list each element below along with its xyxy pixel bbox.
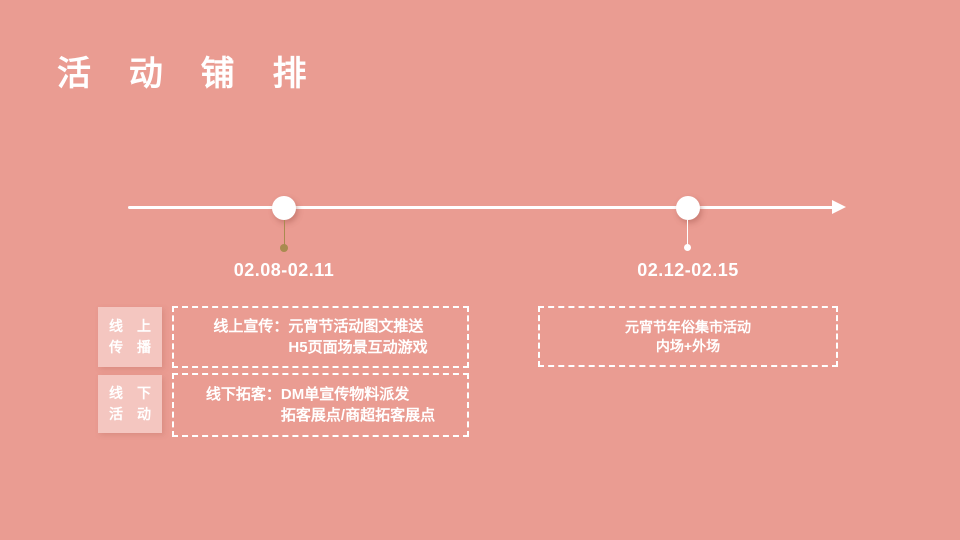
content-box-festival-market: 元宵节年俗集市活动 内场+外场 <box>538 306 838 367</box>
milestone-date-2: 02.12-02.15 <box>637 260 739 280</box>
page-title: 活 动 铺 排 <box>57 54 320 94</box>
timeline-line <box>128 206 834 209</box>
content-box-online-text: 线上宣传：元宵节活动图文推送 H5页面场景互动游戏 <box>213 316 427 358</box>
content-line: 元宵节年俗集市活动 <box>625 318 751 335</box>
content-line: 拓客展点/商超拓客展点 <box>280 407 436 424</box>
content-box-offline-text: 线下拓客：DM单宣传物料派发 拓客展点/商超拓客展点 <box>206 384 435 426</box>
milestone-date-1: 02.08-02.11 <box>233 260 335 280</box>
timeline-arrow-icon <box>832 200 846 214</box>
content-line: 线上宣传：元宵节活动图文推送 <box>213 318 424 335</box>
milestone-stem-end-1 <box>280 244 288 252</box>
content-line: 线下拓客：DM单宣传物料派发 <box>205 386 410 403</box>
milestone-stem-1 <box>284 220 285 245</box>
milestone-dot-2 <box>676 196 700 220</box>
row-label-offline: 线 下 活 动 <box>98 375 162 433</box>
milestone-stem-2 <box>687 220 688 245</box>
content-line: 内场+外场 <box>655 337 721 354</box>
milestone-dot-1 <box>272 196 296 220</box>
content-line: H5页面场景互动游戏 <box>288 339 428 356</box>
content-box-online: 线上宣传：元宵节活动图文推送 H5页面场景互动游戏 <box>172 306 469 368</box>
milestone-stem-end-2 <box>684 244 691 251</box>
content-box-offline: 线下拓客：DM单宣传物料派发 拓客展点/商超拓客展点 <box>172 373 469 437</box>
row-label-online: 线 上 传 播 <box>98 307 162 367</box>
